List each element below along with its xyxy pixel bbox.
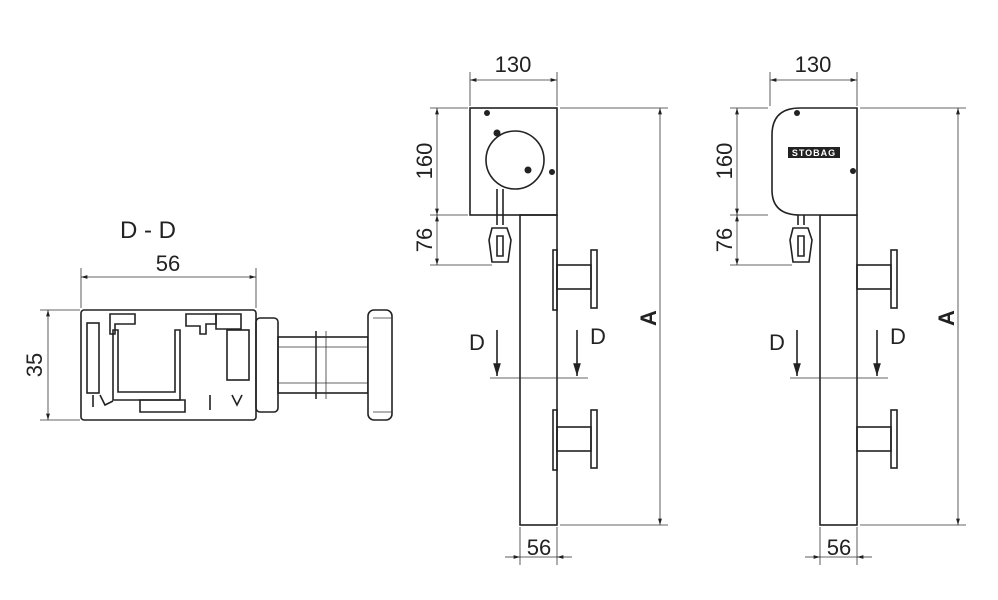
dimension-width-label: 56 [156,251,180,276]
profile-cross-section [80,309,257,421]
elevation-view-open: 130 160 76 D D A 56 [412,52,668,565]
section-view: D - D 56 35 [22,217,393,421]
cut-label-left: D [769,330,785,355]
housing-cover [771,107,858,216]
dimension-hook-height-label: 76 [712,228,737,252]
brand-logo [788,147,840,158]
dimension-hook-height-label: 76 [412,228,437,252]
dimension-total-label: A [934,310,959,326]
dimension-width-top-label: 130 [495,52,532,77]
bracket-arm [255,309,393,421]
hook-icon [488,227,512,263]
housing-box [469,107,558,216]
dimension-width-bottom-label: 56 [827,535,851,560]
section-title: D - D [120,217,176,244]
cut-label-right: D [590,324,606,349]
dimension-box-height-label: 160 [712,143,737,180]
brand-logo-text: STOBAG [792,148,836,158]
wall-brackets [856,249,898,469]
dimension-box-height-label: 160 [412,143,437,180]
pole [819,214,858,526]
pole [519,214,558,526]
wall-brackets [552,249,598,471]
dimension-total-label: A [636,310,661,326]
cut-label-right: D [890,324,906,349]
elevation-view-closed: 130 160 76 STOBAG D D A 56 [712,52,966,565]
hook-icon [789,227,813,263]
dimension-width-bottom-label: 56 [527,535,551,560]
reel [485,130,545,190]
dimension-height-label: 35 [22,353,47,377]
cut-label-left: D [469,330,485,355]
dimension-width-top-label: 130 [795,52,832,77]
